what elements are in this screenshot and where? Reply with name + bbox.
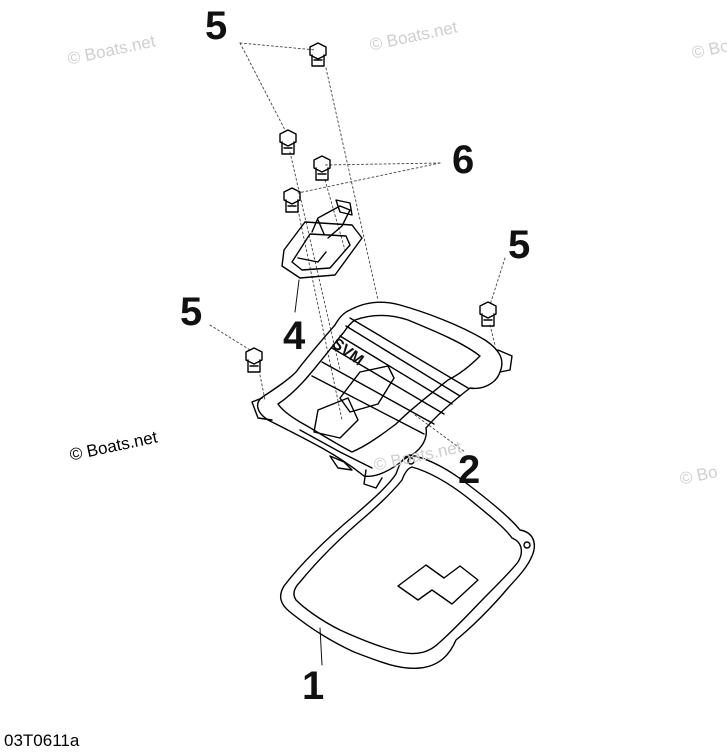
bolt-e bbox=[479, 301, 497, 327]
valve-cover-part-2 bbox=[251, 301, 513, 489]
bolt-d bbox=[283, 187, 301, 213]
bolt-c bbox=[313, 155, 331, 181]
bolt-b bbox=[279, 129, 297, 155]
callout-5-right: 5 bbox=[508, 223, 531, 267]
bolt-f bbox=[245, 347, 263, 373]
callout-1: 1 bbox=[302, 664, 325, 708]
callout-4: 4 bbox=[283, 314, 306, 358]
breather-cap-part-4 bbox=[281, 199, 363, 279]
leader-lines bbox=[209, 42, 506, 453]
callout-5-left: 5 bbox=[180, 290, 203, 334]
bolt-a bbox=[309, 42, 327, 67]
gasket-part-1 bbox=[279, 454, 536, 670]
callout-6: 6 bbox=[452, 138, 475, 182]
figure-code: 03T0611a bbox=[4, 731, 80, 750]
callout-2: 2 bbox=[458, 448, 481, 492]
callout-5-top: 5 bbox=[205, 4, 228, 48]
